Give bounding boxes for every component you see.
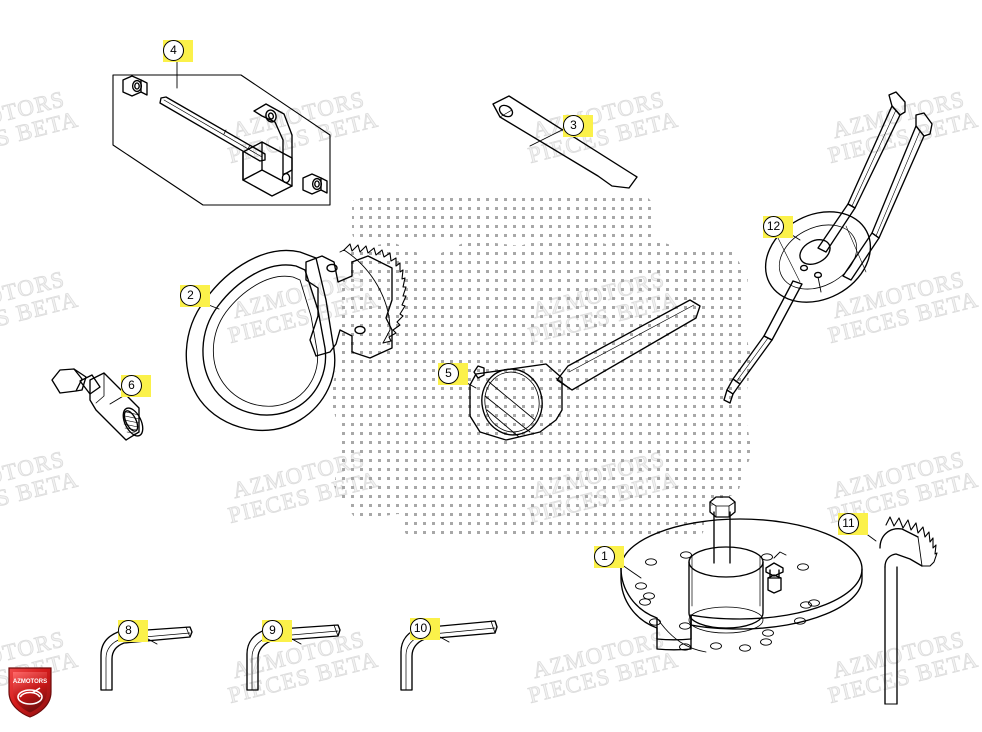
part-2-ring-spanner (185, 243, 407, 432)
part-11-hook-tool (879, 516, 938, 705)
callout-2[interactable]: 2 (180, 285, 210, 307)
part-9-hex-key (246, 624, 341, 691)
callout-10[interactable]: 10 (410, 618, 440, 640)
callout-5[interactable]: 5 (438, 363, 468, 385)
callout-8[interactable]: 8 (118, 620, 148, 642)
callout-number-9: 9 (262, 620, 283, 641)
callout-number-3: 3 (563, 115, 584, 136)
callout-9[interactable]: 9 (262, 620, 292, 642)
part-5-cup-socket-wrench (469, 299, 701, 441)
callout-number-6: 6 (121, 375, 142, 396)
callout-number-5: 5 (438, 363, 459, 384)
part-8-hex-key (100, 626, 193, 691)
callout-3[interactable]: 3 (563, 115, 593, 137)
leader-lines (109, 56, 877, 645)
part-6-threaded-puller (51, 368, 144, 441)
callout-11[interactable]: 11 (838, 513, 868, 535)
callout-4[interactable]: 4 (163, 40, 193, 62)
callout-number-1: 1 (594, 546, 615, 567)
callout-number-4: 4 (163, 40, 184, 61)
callout-12[interactable]: 12 (763, 216, 793, 238)
callout-number-12: 12 (763, 216, 784, 237)
callout-number-8: 8 (118, 620, 139, 641)
part-12-pin-spanner (723, 91, 933, 404)
callout-1[interactable]: 1 (594, 546, 624, 568)
callout-6[interactable]: 6 (121, 375, 151, 397)
callout-number-11: 11 (838, 513, 859, 534)
logo-brand-text: AZMOTORS (13, 679, 47, 685)
part-3-flat-bar (492, 95, 638, 189)
part-1-mounting-plate (620, 496, 863, 653)
part-4-bracket-kit (112, 74, 331, 206)
azmotors-shield-logo[interactable]: AZMOTORS (6, 664, 54, 720)
callout-number-10: 10 (410, 618, 431, 639)
callout-number-2: 2 (180, 285, 201, 306)
